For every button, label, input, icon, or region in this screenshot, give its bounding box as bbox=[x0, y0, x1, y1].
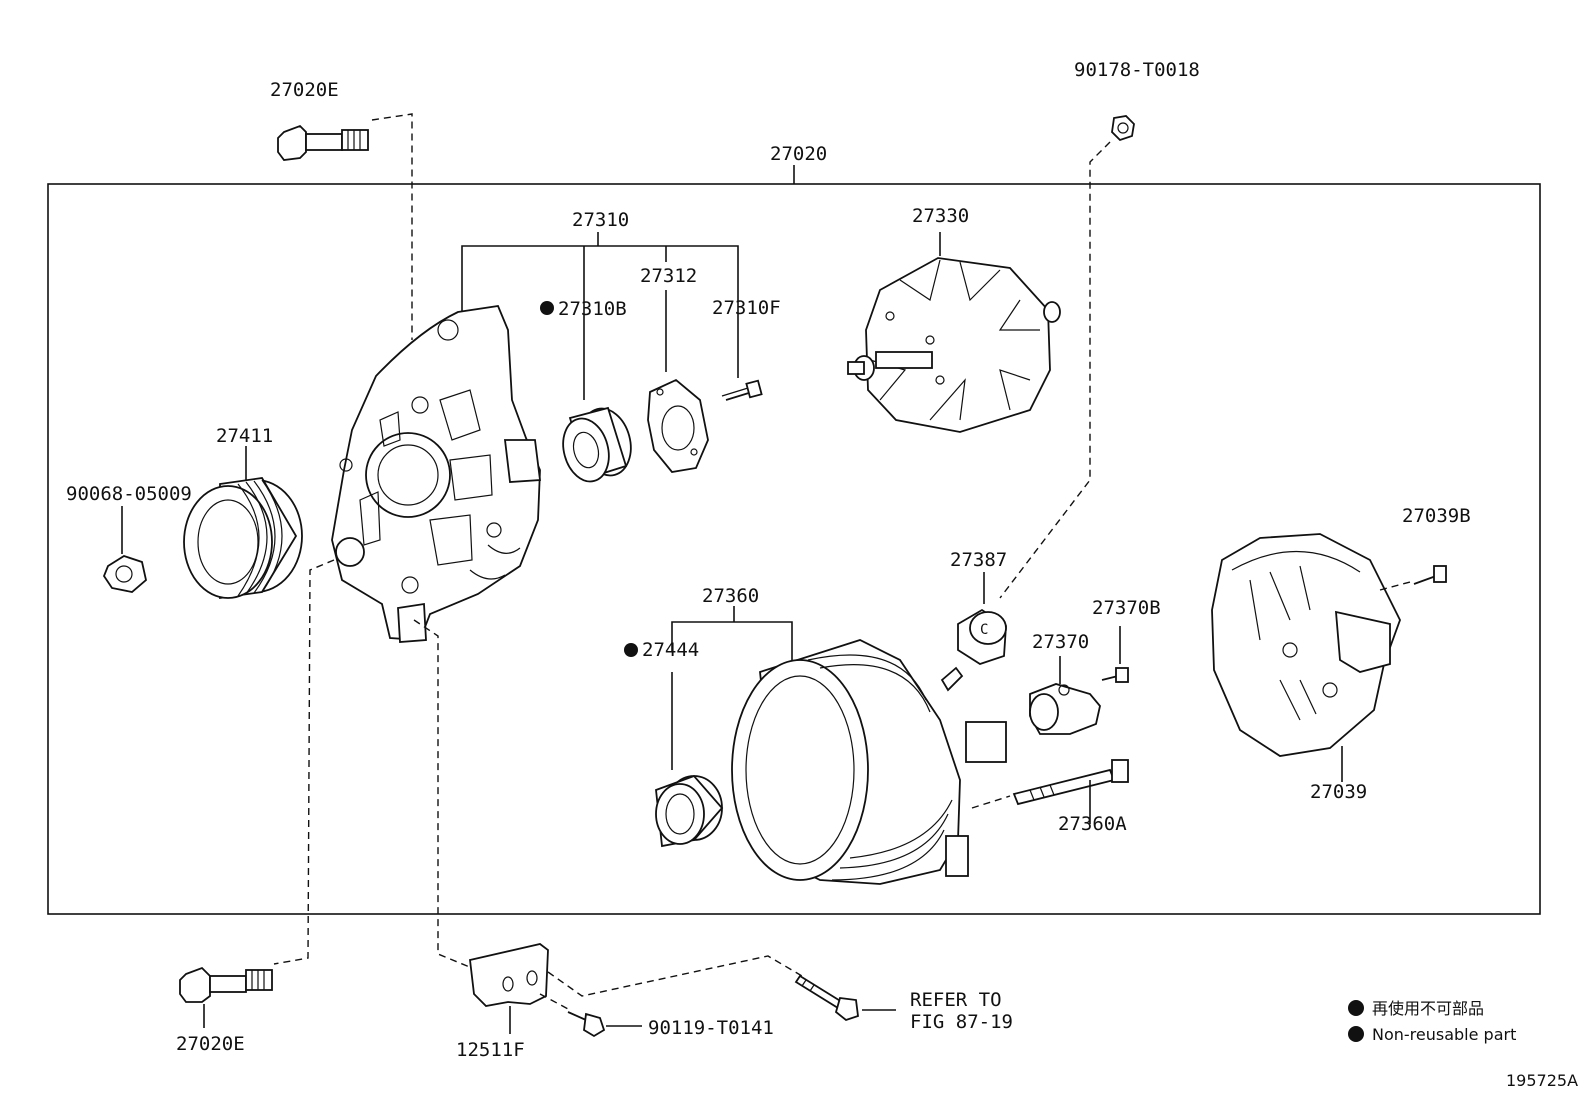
label-90178-t0018: 90178-T0018 bbox=[1074, 59, 1200, 81]
nut-90068 bbox=[102, 555, 147, 593]
label-27444: 27444 bbox=[642, 639, 699, 661]
label-27310b: 27310B bbox=[558, 298, 627, 320]
bolt-27360a bbox=[1012, 759, 1129, 806]
screw-27370b bbox=[1101, 667, 1129, 683]
label-27310f: 27310F bbox=[712, 297, 781, 319]
label-27312: 27312 bbox=[640, 265, 697, 287]
label-27020: 27020 bbox=[770, 143, 827, 165]
bracket-12511f bbox=[469, 943, 549, 1007]
nut-90178 bbox=[1111, 115, 1135, 142]
label-27360a: 27360A bbox=[1058, 813, 1127, 835]
rear-frame-27360 bbox=[731, 639, 1007, 885]
screw-27039b bbox=[1413, 565, 1447, 585]
label-90119-t0141: 90119-T0141 bbox=[648, 1017, 774, 1039]
label-27330: 27330 bbox=[912, 205, 969, 227]
refer-line-1: REFER TO bbox=[910, 989, 1002, 1011]
bolt-27020e-top bbox=[277, 124, 369, 161]
label-27370: 27370 bbox=[1032, 631, 1089, 653]
figure-id: 195725A bbox=[1506, 1071, 1578, 1090]
cap-27387: C bbox=[957, 608, 1007, 665]
label-27360: 27360 bbox=[702, 585, 759, 607]
label-27370b: 27370B bbox=[1092, 597, 1161, 619]
bolt-refer-fig bbox=[794, 974, 859, 1022]
regulator-27370 bbox=[1029, 683, 1101, 735]
bolt-27020e-bottom bbox=[179, 966, 273, 1003]
bearing-27310b bbox=[562, 406, 632, 483]
label-27039b: 27039B bbox=[1402, 505, 1471, 527]
label-27411: 27411 bbox=[216, 425, 273, 447]
label-27020e-top: 27020E bbox=[270, 79, 339, 101]
screw-27310f bbox=[721, 379, 763, 401]
legend-english: Non-reusable part bbox=[1372, 1025, 1516, 1044]
pulley-27411 bbox=[183, 477, 303, 600]
rotor-27330 bbox=[847, 257, 1061, 433]
label-90068-05009: 90068-05009 bbox=[66, 483, 192, 505]
seal-27444 bbox=[655, 774, 724, 848]
rear-cover-27039 bbox=[1211, 533, 1401, 757]
label-27310: 27310 bbox=[572, 209, 629, 231]
label-12511f: 12511F bbox=[456, 1039, 525, 1061]
retainer-27312 bbox=[647, 378, 709, 473]
refer-line-2: FIG 87-19 bbox=[910, 1011, 1013, 1033]
label-27039: 27039 bbox=[1310, 781, 1367, 803]
svg-text:C: C bbox=[980, 622, 988, 638]
drive-end-frame bbox=[331, 305, 542, 643]
label-27020e-bottom: 27020E bbox=[176, 1033, 245, 1055]
bolt-90119 bbox=[567, 1011, 606, 1038]
legend-japanese: 再使用不可部品 bbox=[1372, 999, 1484, 1018]
label-27387: 27387 bbox=[950, 549, 1007, 571]
